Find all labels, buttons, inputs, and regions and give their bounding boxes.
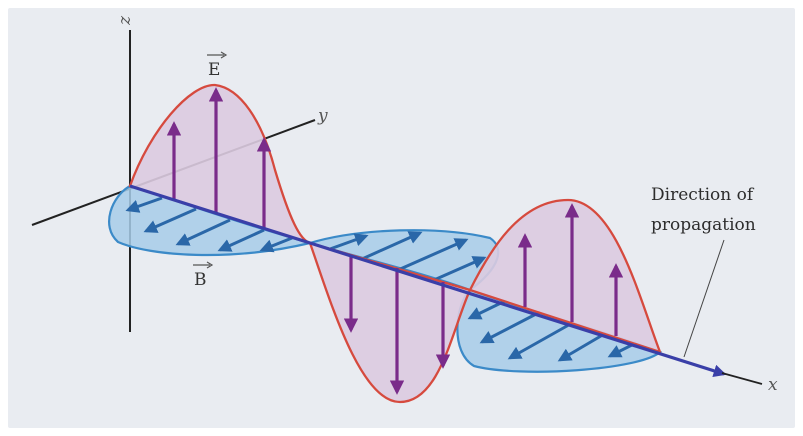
b-arrow <box>557 331 607 362</box>
magnetic-field-wave <box>108 184 663 373</box>
b-arrow <box>397 238 469 272</box>
b-arrow <box>217 228 265 252</box>
y-axis-label: y <box>317 106 328 126</box>
z-axis-label: z <box>116 15 136 26</box>
e-vector-arrowhead-icon <box>220 51 228 59</box>
e-field-symbol: E <box>208 60 220 80</box>
b-arrow <box>433 256 487 282</box>
propagation-axis <box>129 184 727 378</box>
b-vector-arrowhead-icon <box>206 261 214 269</box>
caption-line-2: propagation <box>651 215 756 235</box>
b-arrow <box>329 233 369 251</box>
b-field-symbol: B <box>194 270 207 290</box>
magnetic-field-label: B <box>193 261 214 290</box>
electric-field-wave <box>128 83 662 404</box>
x-axis-label: x <box>768 375 778 395</box>
b-arrow <box>259 236 293 253</box>
e-field-lobe-3 <box>468 198 662 354</box>
b-arrow <box>143 207 197 233</box>
b-arrow <box>175 218 231 246</box>
caption-leader-line <box>683 239 725 358</box>
b-arrow <box>125 196 163 213</box>
caption-line-1: Direction of <box>651 185 755 205</box>
b-arrow <box>361 231 423 261</box>
electric-field-label: E <box>207 51 228 80</box>
x-axis-extension <box>721 372 763 385</box>
b-arrow <box>479 310 541 344</box>
b-arrow <box>507 320 575 360</box>
